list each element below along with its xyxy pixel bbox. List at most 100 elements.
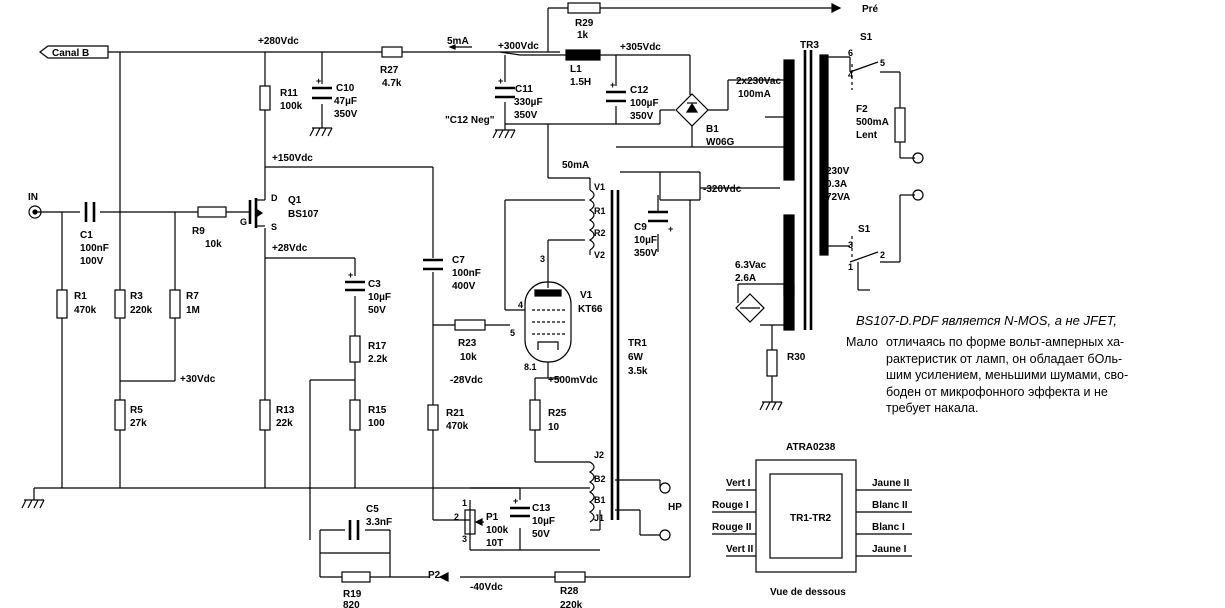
resistor-r9: R9 10k [192,206,227,250]
s1-top-label: S1 [860,32,873,43]
svg-text:100k: 100k [280,101,303,112]
mains-terminal [912,189,924,201]
atra-left-1: Vert I [726,478,751,489]
canal-b-label: Canal B [52,48,89,59]
svg-text:R21: R21 [446,408,465,419]
svg-text:100V: 100V [80,256,104,267]
tr3-primary-current: 0.3A [826,179,847,190]
svg-text:3: 3 [848,240,853,250]
svg-text:R30: R30 [787,352,806,363]
svg-text:R17: R17 [368,341,387,352]
resistor-r1: R1 470k [56,289,97,319]
svg-text:C1: C1 [80,230,93,241]
resistor-r23: R23 10k [454,319,486,363]
svg-text:R2: R2 [594,228,606,238]
v500m-label: +500mVdc [548,375,598,386]
svg-text:+: + [498,76,503,86]
resistor-r11: R11 100k [259,85,303,112]
resistor-r30: R30 [766,349,806,377]
tube-v1: 3 4 5 8.1 V1 KT66 [510,254,603,372]
capacitor-c11: + C11 330µF 350V [495,76,543,121]
filament-current: 2.6A [735,273,756,284]
v30-label: +30Vdc [180,374,216,385]
p2-label: P2 [428,570,441,581]
ground-symbol [309,127,333,137]
svg-text:50V: 50V [532,529,550,540]
svg-text:820: 820 [343,600,360,608]
svg-text:500mA: 500mA [856,117,889,128]
svg-text:350V: 350V [334,109,358,120]
resistor-r25: R25 10 [529,399,567,433]
hp-label: HP [668,502,682,513]
svg-text:100nF: 100nF [452,268,481,279]
svg-text:10T: 10T [486,538,503,549]
tr3-primary-voltage: 230V [826,166,850,177]
svg-text:5: 5 [880,58,885,68]
svg-text:2: 2 [880,250,885,260]
svg-text:8.1: 8.1 [524,362,537,372]
wires [34,7,915,578]
svg-text:3: 3 [462,534,467,544]
note-line-1: отличаясь по форме вольт-амперных ха- [886,335,1125,349]
tr3-label: TR3 [800,40,819,51]
v150-label: +150Vdc [272,153,313,164]
transistor-q1: D G S Q1 BS107 [240,193,319,232]
filament-voltage: 6.3Vac [735,260,767,271]
resistor-r27: R27 4.7k [380,46,403,89]
filament-bridge [735,293,765,323]
resistor-r5: R5 27k [114,399,147,431]
svg-text:100µF: 100µF [630,98,659,109]
v28-label: +28Vdc [272,243,308,254]
switch-s1-bottom: S1 3 1 2 [848,224,885,272]
capacitor-c12: + C12 100µF 350V [606,80,659,122]
capacitor-c13: + C13 10µF 50V [510,496,555,540]
canal-b-connector: Canal B [39,45,109,59]
svg-text:Q1: Q1 [288,195,302,206]
svg-text:1.5H: 1.5H [570,77,591,88]
note-line-2: рактеристик от ламп, он обладает бОль- [886,351,1123,366]
current-50ma-label: 50mA [562,160,589,171]
svg-text:+: + [610,80,615,90]
svg-text:400V: 400V [452,281,476,292]
bridge-rectifier-b1: B1 W06G [675,93,735,148]
potentiometer-p1: 1 2 3 P1 100k 10T [454,498,509,549]
svg-text:10µF: 10µF [634,235,657,246]
svg-text:27k: 27k [130,418,147,429]
svg-text:R1: R1 [74,291,87,302]
v300-label: +300Vdc [498,41,539,52]
svg-text:B1: B1 [706,124,719,135]
svg-text:C5: C5 [366,504,379,515]
svg-text:+: + [513,496,518,506]
svg-text:R27: R27 [380,65,399,76]
svg-text:C9: C9 [634,222,647,233]
current-5ma-label: 5mA [447,36,469,47]
svg-text:220k: 220k [560,600,583,608]
svg-text:+: + [348,270,353,280]
svg-text:100k: 100k [486,525,509,536]
atra-right-4: Jaune I [872,544,907,555]
resistor-r21: R21 470k [427,404,469,432]
svg-text:R25: R25 [548,408,567,419]
c12-neg-label: "C12 Neg" [445,115,495,126]
svg-text:J2: J2 [594,450,604,460]
svg-text:TR1: TR1 [628,338,647,349]
svg-text:350V: 350V [634,248,658,259]
svg-text:S: S [271,222,277,232]
svg-text:R29: R29 [575,18,594,29]
tr3-secondary-rating: 2x230Vac [736,76,781,87]
svg-text:4: 4 [518,300,523,310]
svg-text:470k: 470k [74,305,97,316]
resistor-r17: R17 2.2k [349,335,388,365]
input-jack: IN [28,192,42,219]
svg-text:J1: J1 [594,513,604,523]
svg-text:330µF: 330µF [514,97,543,108]
resistor-r28: R28 220k [554,571,586,608]
v280-label: +280Vdc [258,36,299,47]
svg-text:R5: R5 [130,405,143,416]
svg-text:3.5k: 3.5k [628,366,648,377]
atra-center-label: TR1-TR2 [790,513,832,524]
svg-text:5: 5 [510,328,515,338]
vm320-label: -320Vdc [703,184,742,195]
svg-text:3: 3 [540,254,545,264]
